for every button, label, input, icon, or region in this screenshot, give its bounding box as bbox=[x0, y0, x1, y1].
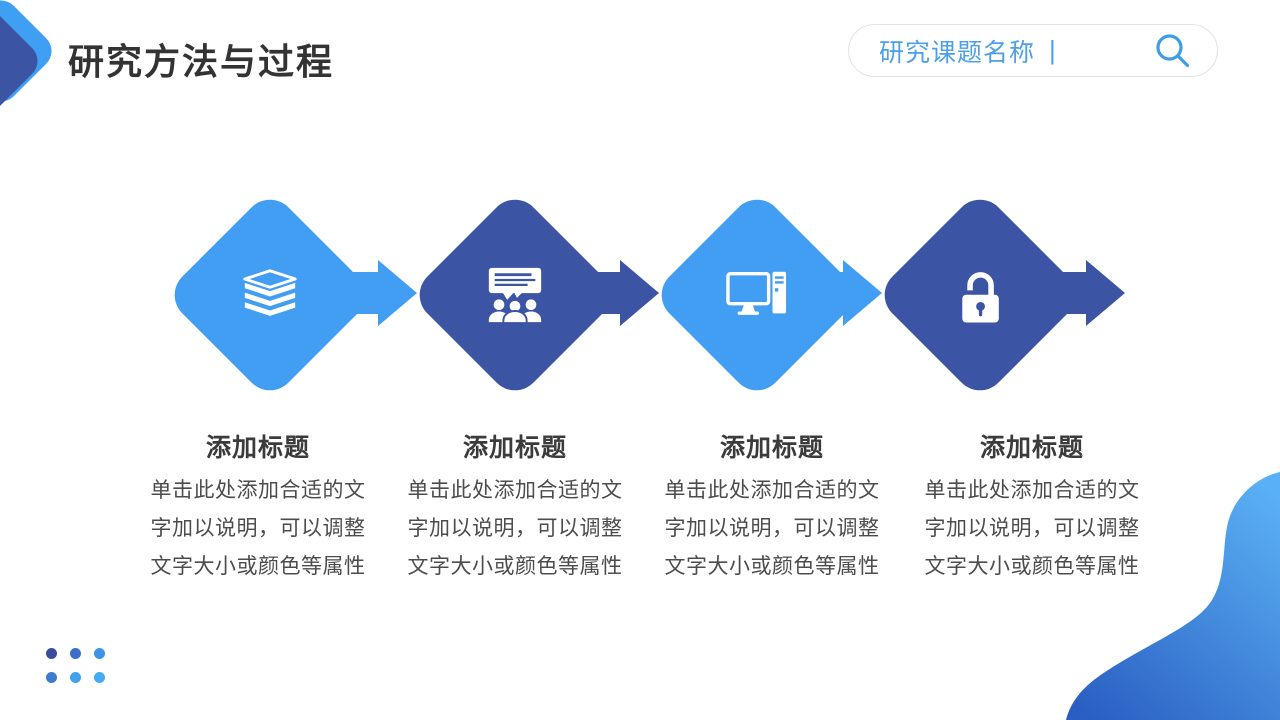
step-title: 添加标题 bbox=[719, 434, 824, 462]
dots-grid-decor bbox=[46, 648, 105, 683]
dot bbox=[70, 648, 81, 659]
step-title: 添加标题 bbox=[462, 434, 567, 462]
step-title: 添加标题 bbox=[979, 434, 1084, 462]
dot bbox=[70, 672, 81, 683]
flow-arrow-right-icon bbox=[1030, 260, 1125, 326]
process-step-2: 添加标题 单击此处添加合适的文字加以说明，可以调整文字大小或颜色等属性 bbox=[397, 432, 633, 586]
text-cursor: | bbox=[1049, 35, 1056, 65]
step-description: 单击此处添加合适的文字加以说明，可以调整文字大小或颜色等属性 bbox=[407, 479, 623, 578]
dot bbox=[94, 672, 105, 683]
dot bbox=[46, 648, 57, 659]
search-input-value: 研究课题名称 bbox=[879, 38, 1036, 67]
step-title: 添加标题 bbox=[205, 434, 310, 462]
search-icon[interactable] bbox=[1153, 31, 1193, 71]
process-step-1: 添加标题 单击此处添加合适的文字加以说明，可以调整文字大小或颜色等属性 bbox=[140, 432, 376, 586]
flow-arrow-right-icon bbox=[564, 260, 659, 326]
step-description: 单击此处添加合适的文字加以说明，可以调整文字大小或颜色等属性 bbox=[150, 479, 366, 578]
step-description: 单击此处添加合适的文字加以说明，可以调整文字大小或颜色等属性 bbox=[924, 479, 1140, 578]
flow-arrow-right-icon bbox=[787, 260, 882, 326]
dot bbox=[46, 672, 57, 683]
step-description: 单击此处添加合适的文字加以说明，可以调整文字大小或颜色等属性 bbox=[664, 479, 880, 578]
title-chevron-icon bbox=[0, 0, 120, 130]
books-icon bbox=[239, 264, 301, 326]
flow-arrow-right-icon bbox=[322, 260, 417, 326]
process-step-4: 添加标题 单击此处添加合适的文字加以说明，可以调整文字大小或颜色等属性 bbox=[914, 432, 1150, 586]
group-discussion-icon bbox=[484, 264, 546, 326]
page-title: 研究方法与过程 bbox=[68, 41, 335, 82]
process-step-3: 添加标题 单击此处添加合适的文字加以说明，可以调整文字大小或颜色等属性 bbox=[654, 432, 890, 586]
unlocked-padlock-icon bbox=[949, 266, 1011, 328]
desktop-computer-icon bbox=[726, 264, 788, 326]
dot bbox=[94, 648, 105, 659]
search-input[interactable]: 研究课题名称 | bbox=[848, 24, 1218, 77]
